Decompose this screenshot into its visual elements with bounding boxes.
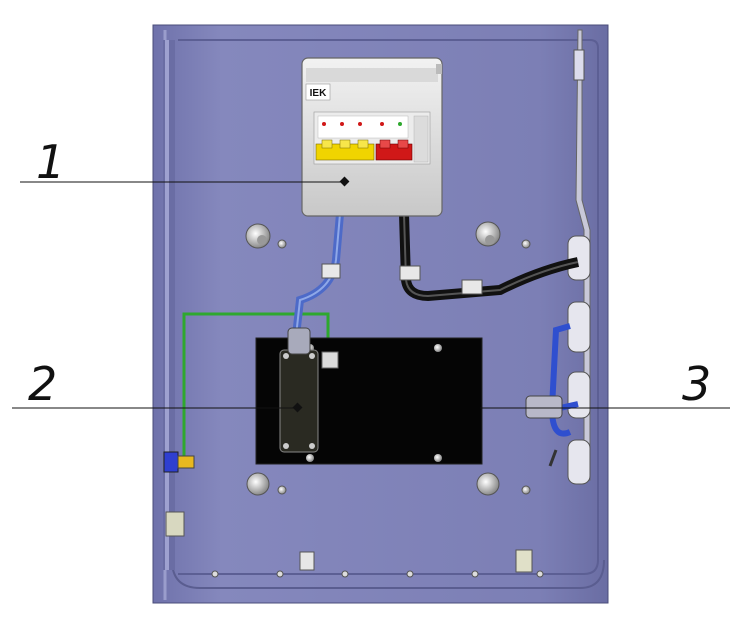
left-rail: [163, 40, 175, 570]
door-latch-rod: [573, 29, 591, 481]
cable-glands: [567, 235, 591, 485]
breaker-box: IEK: [301, 57, 443, 217]
breaker-indicators: [322, 122, 402, 126]
ground-wire: [182, 312, 330, 462]
cable-connector: [525, 395, 563, 419]
terminal-box: [279, 327, 319, 453]
callout-3: 3: [682, 357, 711, 411]
leader-lines: [12, 176, 730, 413]
callout-2: 2: [28, 357, 57, 411]
bottom-studs: [165, 511, 544, 578]
callout-1: 1: [36, 135, 65, 189]
ground-terminal: [163, 451, 195, 473]
cable-clip: [399, 265, 421, 281]
breaker-brand-logo: IEK: [310, 88, 327, 99]
breaker-switches-red: [375, 139, 413, 161]
cable-clip: [321, 263, 341, 279]
mounting-bolts: [245, 221, 531, 496]
cable-clip: [461, 279, 483, 295]
breaker-switches-yellow: [315, 139, 375, 161]
